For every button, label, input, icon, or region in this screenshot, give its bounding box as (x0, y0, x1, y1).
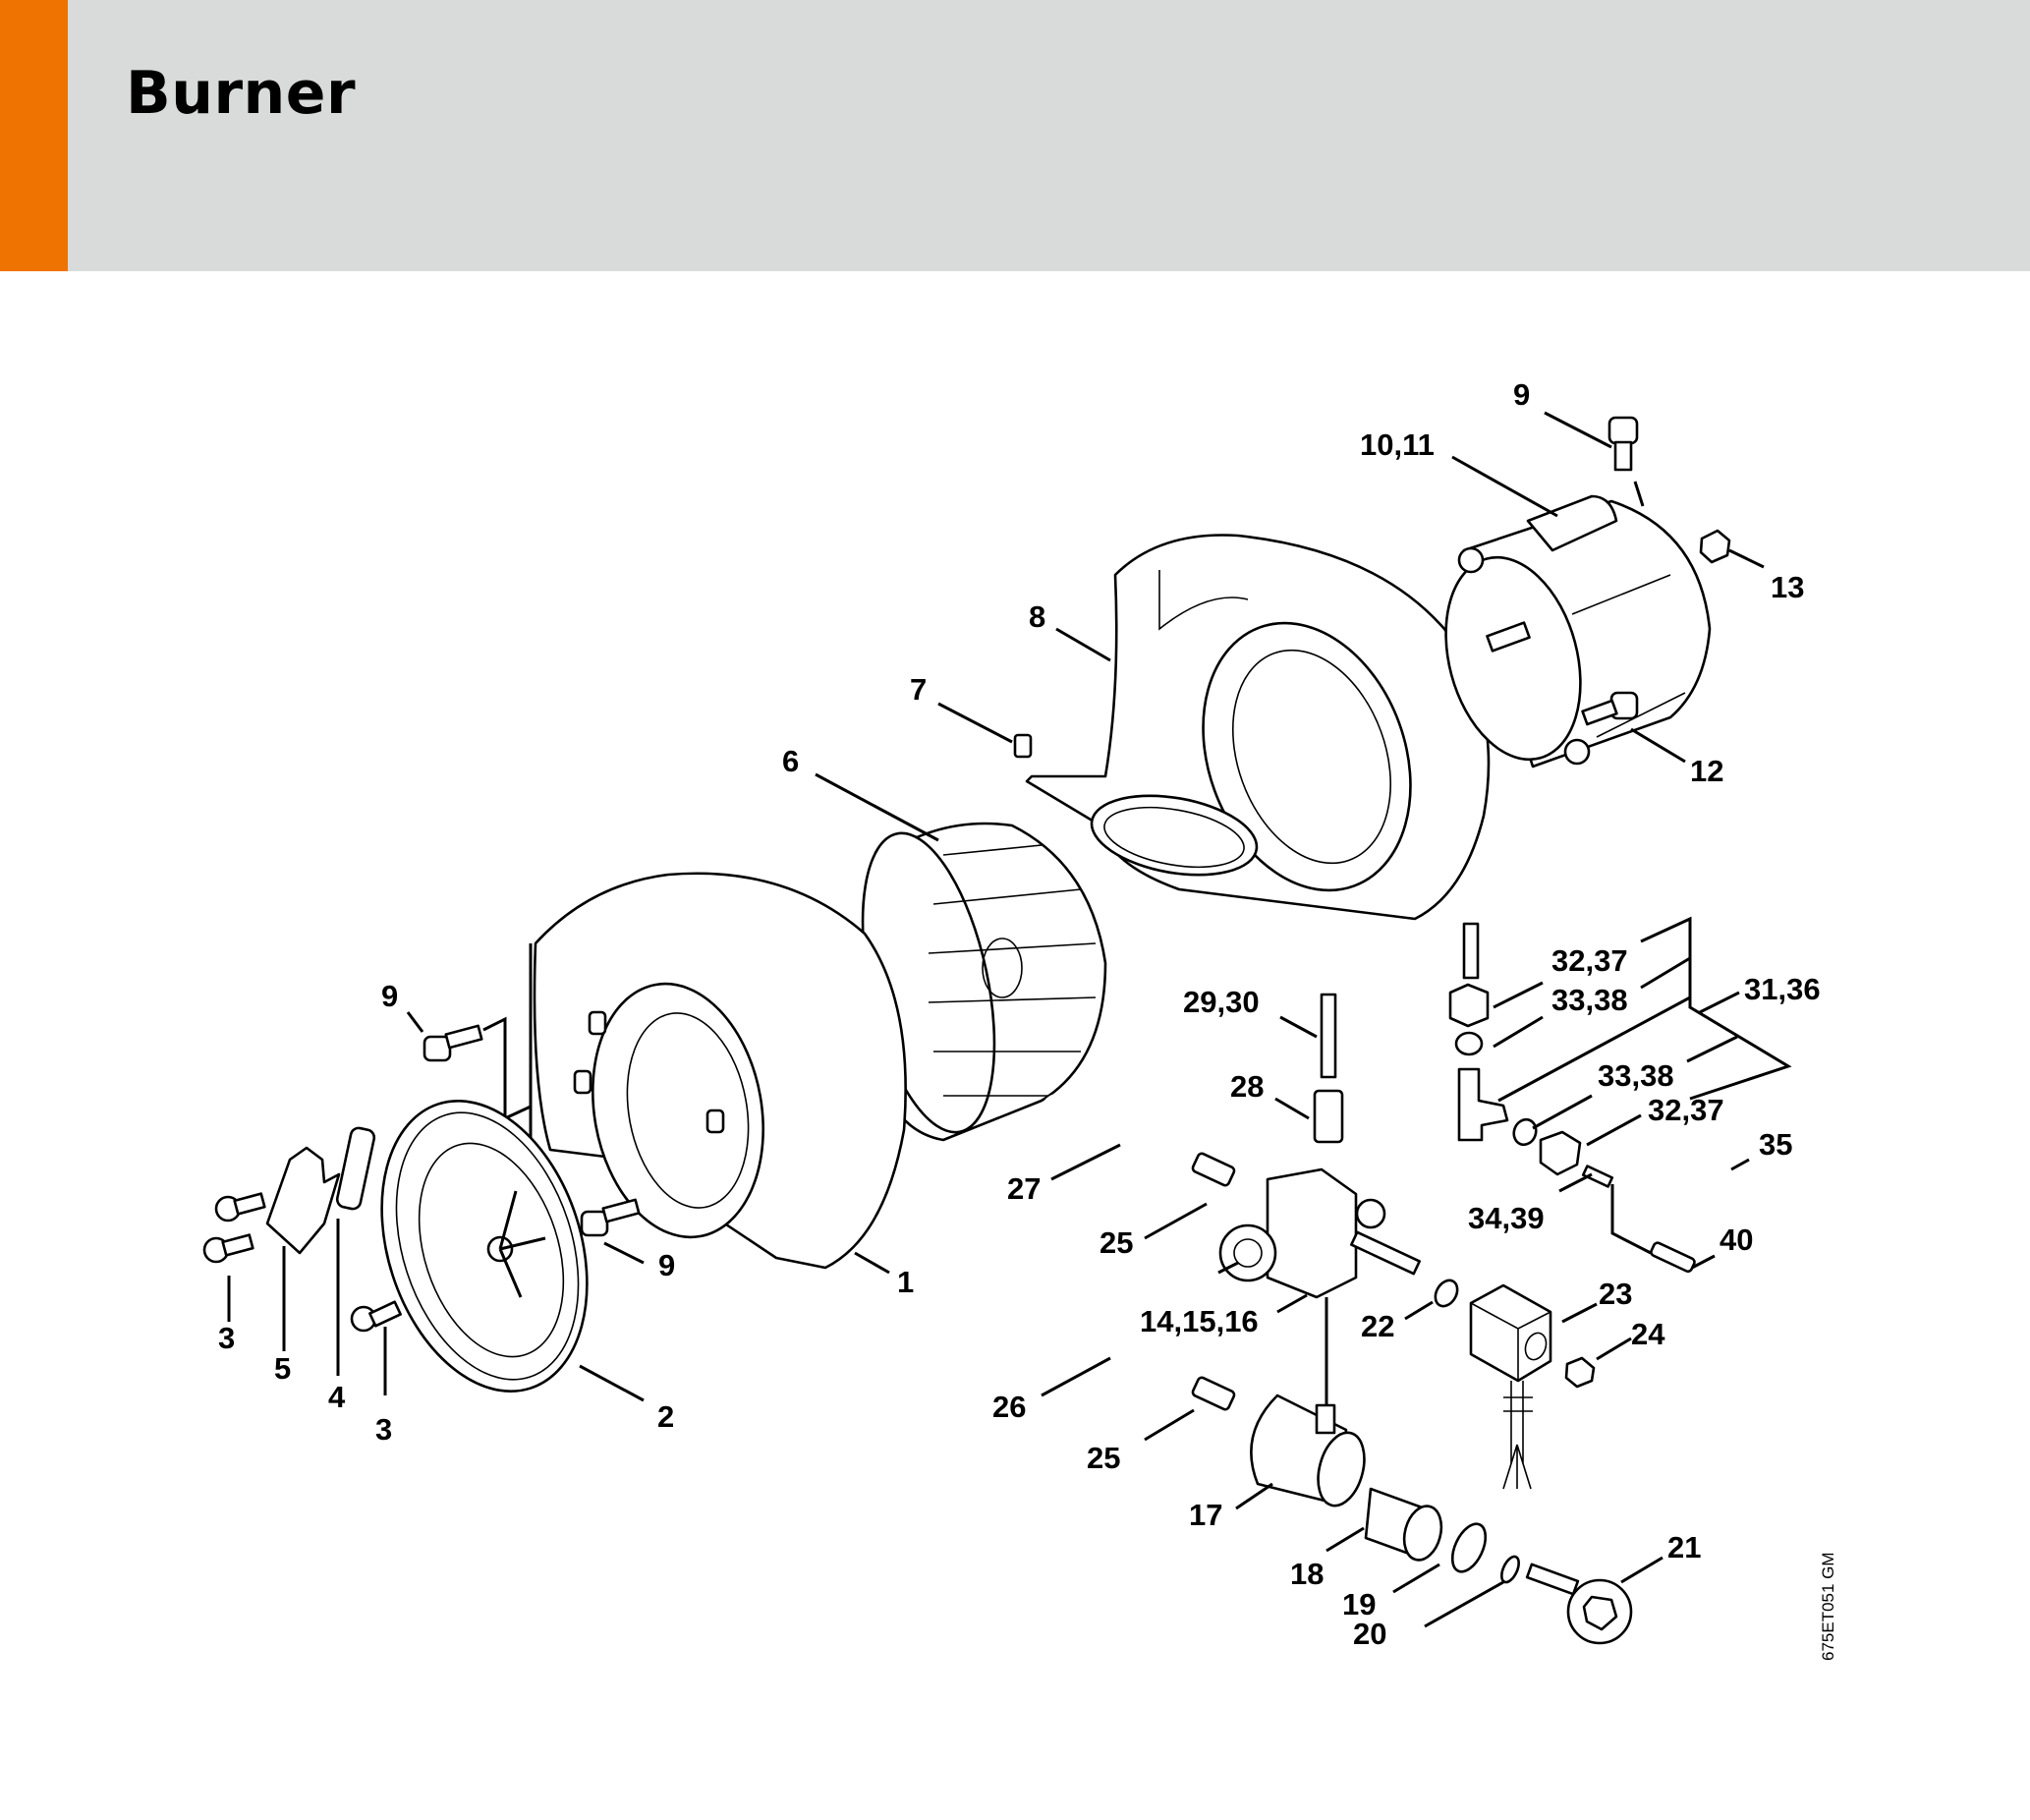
part-bolt-12 (1581, 691, 1639, 726)
part-screw-7 (1013, 733, 1033, 759)
part-fitting-28 (1313, 1089, 1344, 1144)
part-pipe-29-30 (1320, 993, 1337, 1079)
callout-32-37-lower: 32,37 (1648, 1093, 1724, 1127)
part-bolt-9-right (580, 1198, 641, 1237)
callout-40: 40 (1720, 1223, 1753, 1257)
header-band: Burner (0, 0, 2030, 271)
callout-2: 2 (657, 1399, 674, 1434)
part-screw-3-a (214, 1192, 266, 1223)
callout-27: 27 (1007, 1171, 1041, 1206)
callout-25-upper: 25 (1100, 1225, 1133, 1260)
callout-35: 35 (1759, 1127, 1792, 1162)
part-screw-3-b (202, 1233, 254, 1264)
callout-3-bottom: 3 (375, 1412, 392, 1447)
callout-18: 18 (1290, 1557, 1324, 1591)
part-ferrule-33-38-b (1512, 1117, 1538, 1147)
callout-4: 4 (328, 1380, 346, 1414)
part-solenoid-coil-23 (1469, 1283, 1552, 1490)
callout-5: 5 (274, 1351, 291, 1386)
callout-25-lower: 25 (1087, 1441, 1120, 1475)
part-bracket-5 (265, 1146, 341, 1255)
part-pump-14-15-16 (1217, 1167, 1421, 1415)
callout-12: 12 (1690, 754, 1723, 788)
callout-13: 13 (1771, 570, 1804, 604)
callout-9-top: 9 (1513, 377, 1530, 412)
part-motor (1444, 494, 1712, 768)
callout-17: 17 (1189, 1498, 1222, 1532)
reference-code: 675ET051 GM (1819, 1552, 1837, 1661)
part-bolt-9-top (1607, 416, 1639, 472)
part-rear-housing (1025, 534, 1491, 921)
page-title: Burner (126, 59, 357, 128)
part-pipe-upper (1462, 922, 1480, 980)
callout-26: 26 (992, 1390, 1026, 1424)
callout-34-39: 34,39 (1468, 1201, 1545, 1235)
callout-33-38-upper: 33,38 (1551, 983, 1628, 1017)
part-nozzle-34-39 (1581, 1165, 1614, 1188)
part-hose-27 (1041, 1093, 1187, 1153)
part-spring-4 (335, 1126, 376, 1211)
part-fitting-25-a (1191, 1152, 1236, 1187)
part-washer-22 (1434, 1279, 1459, 1308)
part-fitting-25-b (1191, 1376, 1236, 1411)
callout-21: 21 (1667, 1530, 1701, 1564)
part-gear-cover (380, 1100, 589, 1393)
part-filter-housing-17 (1250, 1393, 1366, 1507)
part-oring-19 (1450, 1522, 1488, 1573)
callout-23: 23 (1599, 1277, 1632, 1311)
callout-32-37-upper: 32,37 (1551, 943, 1628, 978)
part-pin-40 (1610, 1184, 1696, 1274)
callout-22: 22 (1361, 1309, 1394, 1343)
leader-lines (227, 411, 1792, 1628)
callout-10-11: 10,11 (1360, 427, 1435, 462)
accent-bar (0, 0, 68, 271)
callout-31-36: 31,36 (1744, 972, 1821, 1006)
callout-7: 7 (910, 672, 927, 707)
callout-24: 24 (1631, 1317, 1665, 1351)
callout-6: 6 (782, 744, 799, 778)
callout-1: 1 (897, 1265, 914, 1299)
part-front-housing (529, 872, 907, 1270)
part-hose-26 (959, 1275, 1182, 1384)
part-tee-fitting-31-36 (1457, 1067, 1509, 1142)
callout-19: 19 (1342, 1587, 1376, 1621)
leader-bracket-9-left (482, 1016, 532, 1121)
part-nut-32-37-b (1539, 1130, 1582, 1176)
part-bolt-9-left (423, 1024, 483, 1062)
part-oring-20 (1500, 1555, 1520, 1584)
part-ferrule-33-38-a (1454, 1031, 1484, 1056)
callout-9-right: 9 (658, 1248, 675, 1282)
part-nut-24 (1564, 1356, 1596, 1389)
callout-8: 8 (1029, 599, 1045, 634)
part-nut-32-37-a (1448, 983, 1490, 1028)
part-hose-35 (1626, 1160, 1730, 1225)
part-knob-21 (1525, 1563, 1633, 1645)
callout-9-left: 9 (381, 979, 398, 1013)
callout-3-left: 3 (218, 1321, 235, 1355)
part-filter-18 (1364, 1487, 1443, 1562)
callout-29-30: 29,30 (1183, 985, 1260, 1019)
callout-20: 20 (1353, 1617, 1386, 1651)
callout-28: 28 (1230, 1069, 1264, 1104)
callout-33-38-lower: 33,38 (1598, 1058, 1674, 1093)
callout-14-15-16: 14,15,16 (1140, 1304, 1259, 1338)
part-screw-3-c (350, 1300, 402, 1333)
part-nut-13 (1699, 529, 1731, 564)
